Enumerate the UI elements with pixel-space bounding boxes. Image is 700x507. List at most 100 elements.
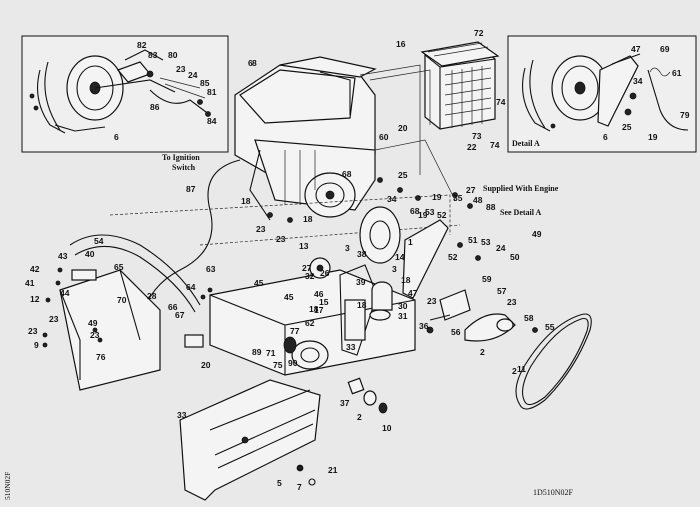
callout-33: 33 — [346, 342, 356, 352]
callout-24: 24 — [188, 70, 198, 80]
callout-32: 32 — [305, 271, 315, 281]
callout-18: 18 — [309, 304, 319, 314]
callout-43: 43 — [58, 251, 68, 261]
callout-40: 40 — [85, 249, 95, 259]
callout-2: 2 — [512, 366, 517, 376]
callout-51: 51 — [468, 235, 478, 245]
callout-18: 18 — [357, 300, 367, 310]
callout-39: 39 — [356, 277, 366, 287]
callout-15: 15 — [319, 297, 329, 307]
callout-58: 58 — [524, 313, 534, 323]
callout-88: 88 — [486, 202, 496, 212]
callout-25: 25 — [398, 170, 408, 180]
callout-82: 82 — [137, 40, 147, 50]
callout-26: 26 — [320, 268, 330, 278]
callout-67: 67 — [175, 310, 185, 320]
callout-57: 57 — [497, 286, 507, 296]
callout-6: 6 — [248, 58, 253, 68]
callout-1: 1 — [408, 237, 413, 247]
callout-71: 71 — [266, 348, 276, 358]
callout-23: 23 — [507, 297, 517, 307]
callout-74: 74 — [496, 97, 506, 107]
callout-83: 83 — [148, 50, 158, 60]
callout-60: 60 — [379, 132, 389, 142]
callout-70: 70 — [117, 295, 127, 305]
callout-49: 49 — [532, 229, 542, 239]
note-ignition-line1: To Ignition — [162, 153, 200, 162]
callout-22: 22 — [467, 142, 477, 152]
callout-12: 12 — [30, 294, 40, 304]
callout-23: 23 — [256, 224, 266, 234]
wiring — [359, 64, 456, 201]
callout-2: 2 — [480, 347, 485, 357]
cable-dash-2 — [199, 224, 461, 246]
callout-16: 16 — [396, 39, 406, 49]
callout-3: 3 — [392, 264, 397, 274]
callout-30: 30 — [398, 301, 408, 311]
callout-23: 23 — [28, 326, 38, 336]
callout-31: 31 — [398, 311, 408, 321]
note-ignition-line2: Switch — [172, 163, 196, 172]
callout-11: 11 — [517, 364, 526, 374]
belt-drawing-inner — [522, 317, 589, 406]
callout-6: 6 — [114, 132, 119, 142]
note-see-detail-a: See Detail A — [500, 208, 542, 217]
callout-41: 41 — [25, 278, 35, 288]
callout-23: 23 — [176, 64, 186, 74]
note-detail-a: Detail A — [512, 139, 540, 148]
callout-42: 42 — [30, 264, 40, 274]
guard-drawing — [179, 379, 321, 501]
callout-45: 45 — [284, 292, 294, 302]
callout-81: 81 — [207, 87, 217, 97]
callout-2: 2 — [357, 412, 362, 422]
inset-left-drawing — [29, 49, 211, 134]
callout-87: 87 — [186, 184, 196, 194]
callout-17: 17 — [314, 305, 324, 315]
belt-drawing — [515, 313, 592, 410]
callout-14: 14 — [395, 252, 405, 262]
callout-55: 55 — [545, 322, 555, 332]
callout-86: 86 — [150, 102, 160, 112]
callout-64: 64 — [186, 282, 196, 292]
callout-44: 44 — [60, 288, 70, 298]
callout-34: 34 — [387, 194, 397, 204]
callout-19: 19 — [648, 132, 658, 142]
callout-9: 9 — [34, 340, 39, 350]
callout-46: 46 — [314, 289, 324, 299]
callout-75: 75 — [273, 360, 283, 370]
inset-left-box — [21, 35, 229, 153]
callout-52: 52 — [437, 210, 447, 220]
callout-77: 77 — [290, 326, 300, 336]
callout-21: 21 — [328, 465, 338, 475]
callout-23: 23 — [90, 330, 100, 340]
engine-drawing — [234, 56, 377, 221]
callout-20: 20 — [398, 123, 408, 133]
callout-85: 85 — [200, 78, 210, 88]
callout-27: 27 — [466, 185, 476, 195]
side-id-code: 510N02F — [3, 472, 12, 500]
callout-24: 24 — [496, 243, 506, 253]
callout-63: 63 — [206, 264, 216, 274]
callout-19: 19 — [418, 210, 428, 220]
figure-id-code: 1D510N02F — [533, 488, 574, 497]
callout-20: 20 — [201, 360, 211, 370]
callout-53: 53 — [481, 237, 491, 247]
callout-50: 50 — [510, 252, 520, 262]
callout-84: 84 — [207, 116, 217, 126]
callout-47: 47 — [408, 288, 418, 298]
callout-7: 7 — [297, 482, 302, 492]
callout-76: 76 — [96, 352, 106, 362]
callout-48: 48 — [473, 195, 483, 205]
drive-drawing — [283, 206, 401, 414]
callout-79: 79 — [680, 110, 690, 120]
callout-18: 18 — [241, 196, 251, 206]
callout-10: 10 — [382, 423, 392, 433]
callout-34: 34 — [633, 76, 643, 86]
callout-68: 68 — [342, 169, 352, 179]
callout-18: 18 — [401, 275, 411, 285]
callout-66: 66 — [168, 302, 178, 312]
callout-69: 69 — [660, 44, 670, 54]
